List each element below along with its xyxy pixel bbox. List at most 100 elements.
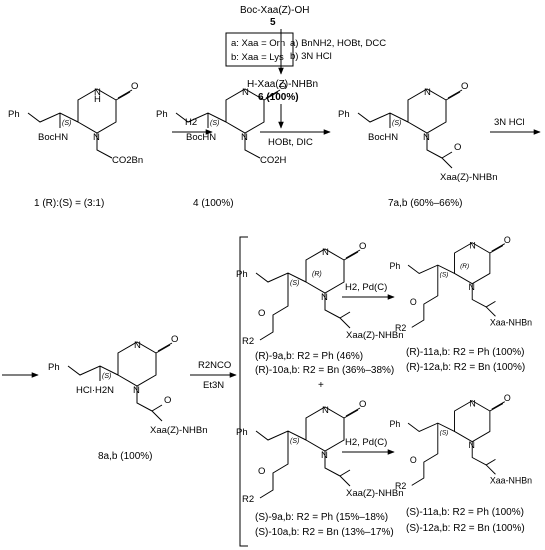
atom-co2h: CO2H: [260, 155, 287, 166]
atom-ph: Ph: [338, 109, 350, 120]
atom-ph: Ph: [156, 109, 168, 120]
atom-bochn: BocHN: [368, 132, 398, 143]
atom-co2bn: CO2Bn: [112, 155, 143, 166]
compound-1-label: 1 (R):(S) = (3:1): [34, 198, 104, 209]
stereo-s: (S): [210, 120, 219, 127]
compound-6-label: 6 (100%): [258, 92, 299, 103]
atom-n: N: [322, 247, 329, 258]
reagent-hydrog-s: H2, Pd(C): [345, 437, 387, 448]
stereo-s: (S): [102, 373, 111, 380]
atom-o: O: [258, 466, 265, 477]
reagent-h2: H2: [185, 117, 197, 128]
label-s12: (S)-12a,b: R2 = Bn (100%): [406, 523, 525, 534]
stereo-s: (S): [290, 438, 299, 445]
atom-ph: Ph: [389, 261, 400, 271]
atom-ph: Ph: [8, 109, 20, 120]
atom-r2: R2: [242, 336, 254, 347]
label-r11: (R)-11a,b: R2 = Ph (100%): [406, 347, 524, 358]
reagent-isocyanate: R2NCO: [198, 360, 231, 371]
compound-6: H-Xaa(Z)-NHBn: [247, 79, 318, 90]
atom-xaa: Xaa(Z)-NHBn: [440, 172, 498, 183]
atom-o: O: [359, 399, 366, 410]
atom-n: N: [469, 398, 475, 408]
atom-n: N: [423, 132, 430, 143]
label-r12: (R)-12a,b: R2 = Bn (100%): [406, 362, 525, 373]
label-s9: (S)-9a,b: R2 = Ph (15%–18%): [255, 512, 388, 523]
label-s10: (S)-10a,b: R2 = Bn (13%–17%): [255, 527, 394, 538]
legend-b: b: Xaa = Lys: [231, 52, 284, 63]
bracket: [239, 236, 248, 547]
atom-n: N: [242, 87, 249, 98]
atom-r2: R2: [242, 494, 254, 505]
reagent-hydrog-r: H2, Pd(C): [345, 282, 387, 293]
stereo-s: (S): [62, 120, 71, 127]
atom-o: O: [164, 395, 171, 406]
atom-o: O: [410, 455, 417, 465]
stereo-s: (S): [440, 429, 449, 436]
compound-5: Boc-Xaa(Z)-OH: [240, 5, 309, 16]
atom-n: N: [469, 240, 475, 250]
compound-7-label: 7a,b (60%–66%): [388, 198, 463, 209]
atom-r2: R2: [395, 481, 406, 491]
atom-xaa: Xaa(Z)-NHBn: [346, 488, 404, 499]
stereo-r: (R): [460, 263, 469, 270]
label-s11: (S)-11a,b: R2 = Ph (100%): [406, 507, 524, 518]
atom-ph: Ph: [48, 362, 60, 373]
legend-box: [225, 32, 294, 67]
atom-o: O: [359, 241, 366, 252]
atom-n: N: [468, 440, 474, 450]
atom-xaa: Xaa(Z)-NHBn: [346, 330, 404, 341]
atom-hcl: HCl·H2N: [76, 385, 114, 396]
reagent-base: Et3N: [203, 380, 224, 391]
compound-r11: N O N (R) (S) Ph O R2 Xaa-NHBn: [389, 235, 532, 333]
compound-4: N O N Ph (S) BocHN CO2H 4 (100%): [156, 81, 287, 209]
atom-n: N: [94, 87, 101, 98]
atom-bochn: BocHN: [186, 132, 216, 143]
atom-o: O: [504, 393, 511, 403]
reagent-coupling: HOBt, DIC: [268, 137, 313, 148]
compound-s9: N O N (S) Ph O R2 Xaa(Z)-NHBn: [236, 399, 404, 505]
atom-bochn: BocHN: [38, 132, 68, 143]
atom-o: O: [131, 81, 138, 92]
atom-ph: Ph: [236, 427, 248, 438]
stereo-s: (S): [290, 280, 299, 287]
atom-o: O: [454, 142, 461, 153]
legend-a: a: Xaa = Orn: [231, 38, 285, 49]
compound-8-label: 8a,b (100%): [98, 451, 152, 462]
stereo-s: (S): [392, 120, 401, 127]
atom-o: O: [410, 297, 417, 307]
atom-o: O: [258, 308, 265, 319]
atom-o: O: [279, 81, 286, 92]
atom-n: N: [321, 292, 328, 303]
stereo-r: (R): [312, 271, 322, 278]
atom-n: N: [134, 340, 141, 351]
atom-n: N: [93, 132, 100, 143]
atom-r2: R2: [395, 323, 406, 333]
atom-n: N: [241, 132, 248, 143]
atom-ph: Ph: [236, 269, 248, 280]
compound-7: N O N O Ph (S) BocHN Xaa(Z)-NHBn 7a,b (6…: [338, 81, 498, 209]
atom-xaa: Xaa-NHBn: [490, 318, 532, 328]
atom-xaa: Xaa-NHBn: [490, 476, 532, 486]
condition-a: a) BnNH2, HOBt, DCC: [290, 38, 386, 49]
atom-h: H: [94, 94, 101, 105]
condition-b: b) 3N HCl: [290, 51, 332, 62]
compound-s11: N O N (S) Ph O R2 Xaa-NHBn: [389, 393, 532, 491]
atom-xaa: Xaa(Z)-NHBn: [150, 425, 208, 436]
stereo-s: (S): [440, 271, 449, 278]
plus-sign: +: [318, 380, 324, 391]
compound-5-number: 5: [270, 17, 276, 28]
compound-4-label: 4 (100%): [193, 198, 234, 209]
atom-o: O: [461, 81, 468, 92]
atom-ph: Ph: [389, 419, 400, 429]
compound-1: H N O N Ph (S) BocHN CO2Bn 1 (R):(S) = (…: [8, 81, 143, 209]
reagent-deprotect: 3N HCl: [494, 117, 525, 128]
atom-n: N: [133, 385, 140, 396]
atom-n: N: [321, 450, 328, 461]
label-r10: (R)-10a,b: R2 = Bn (36%–38%): [255, 365, 394, 376]
compound-r9: N O N (R) (S) Ph O R2 Xaa(Z)-NHBn: [236, 241, 404, 347]
label-r9: (R)-9a,b: R2 = Ph (46%): [255, 351, 363, 362]
compound-8: N O N O Ph (S) HCl·H2N Xaa(Z)-NHBn 8a,b …: [48, 334, 208, 462]
atom-o: O: [504, 235, 511, 245]
